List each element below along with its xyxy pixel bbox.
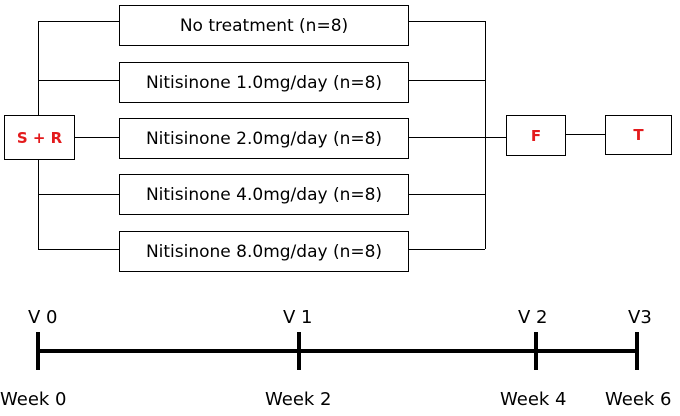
connector-left-arm-5	[38, 249, 119, 250]
arm-box-3: Nitisinone 2.0mg/day (n=8)	[119, 118, 409, 159]
timeline-tick-v0	[36, 332, 40, 370]
arm-box-1: No treatment (n=8)	[119, 5, 409, 46]
connector-right-arm-4	[409, 194, 485, 195]
right-bracket-line	[485, 21, 486, 249]
week-label-6: Week 6	[605, 389, 672, 410]
arm-label-2: Nitisinone 1.0mg/day (n=8)	[145, 72, 383, 93]
connector-right-arm-5	[409, 249, 485, 250]
start-node-label: S + R	[16, 128, 63, 147]
connector-f-to-t	[565, 134, 605, 135]
connector-left-arm-1	[38, 21, 119, 22]
week-label-2: Week 2	[265, 389, 332, 410]
follow-node-label: F	[530, 126, 542, 145]
visit-label-v3: V3	[628, 307, 652, 328]
connector-left-arm-2	[38, 80, 119, 81]
visit-label-v2: V 2	[518, 307, 548, 328]
arm-box-4: Nitisinone 4.0mg/day (n=8)	[119, 174, 409, 215]
end-node-label: T	[633, 126, 644, 144]
visit-label-v0: V 0	[28, 307, 58, 328]
arm-box-5: Nitisinone 8.0mg/day (n=8)	[119, 231, 409, 272]
arm-label-5: Nitisinone 8.0mg/day (n=8)	[145, 241, 383, 262]
timeline-tick-v1	[297, 332, 301, 370]
timeline-tick-v3	[635, 332, 639, 370]
connector-right-arm-2	[409, 80, 485, 81]
start-node-box: S + R	[4, 115, 75, 160]
connector-right-arm-3	[409, 137, 506, 138]
connector-left-arm-4	[38, 194, 119, 195]
week-label-0: Week 0	[0, 389, 67, 410]
timeline-tick-v2	[534, 332, 538, 370]
end-node-box: T	[605, 115, 672, 155]
connector-left-arm-3	[74, 137, 119, 138]
arm-label-4: Nitisinone 4.0mg/day (n=8)	[145, 184, 383, 205]
visit-label-v1: V 1	[283, 307, 313, 328]
arm-label-1: No treatment (n=8)	[179, 15, 349, 36]
arm-label-3: Nitisinone 2.0mg/day (n=8)	[145, 128, 383, 149]
connector-right-arm-1	[409, 21, 485, 22]
timeline-axis	[38, 349, 638, 353]
week-label-4: Week 4	[500, 389, 567, 410]
arm-box-2: Nitisinone 1.0mg/day (n=8)	[119, 62, 409, 103]
follow-node-box: F	[506, 115, 566, 156]
